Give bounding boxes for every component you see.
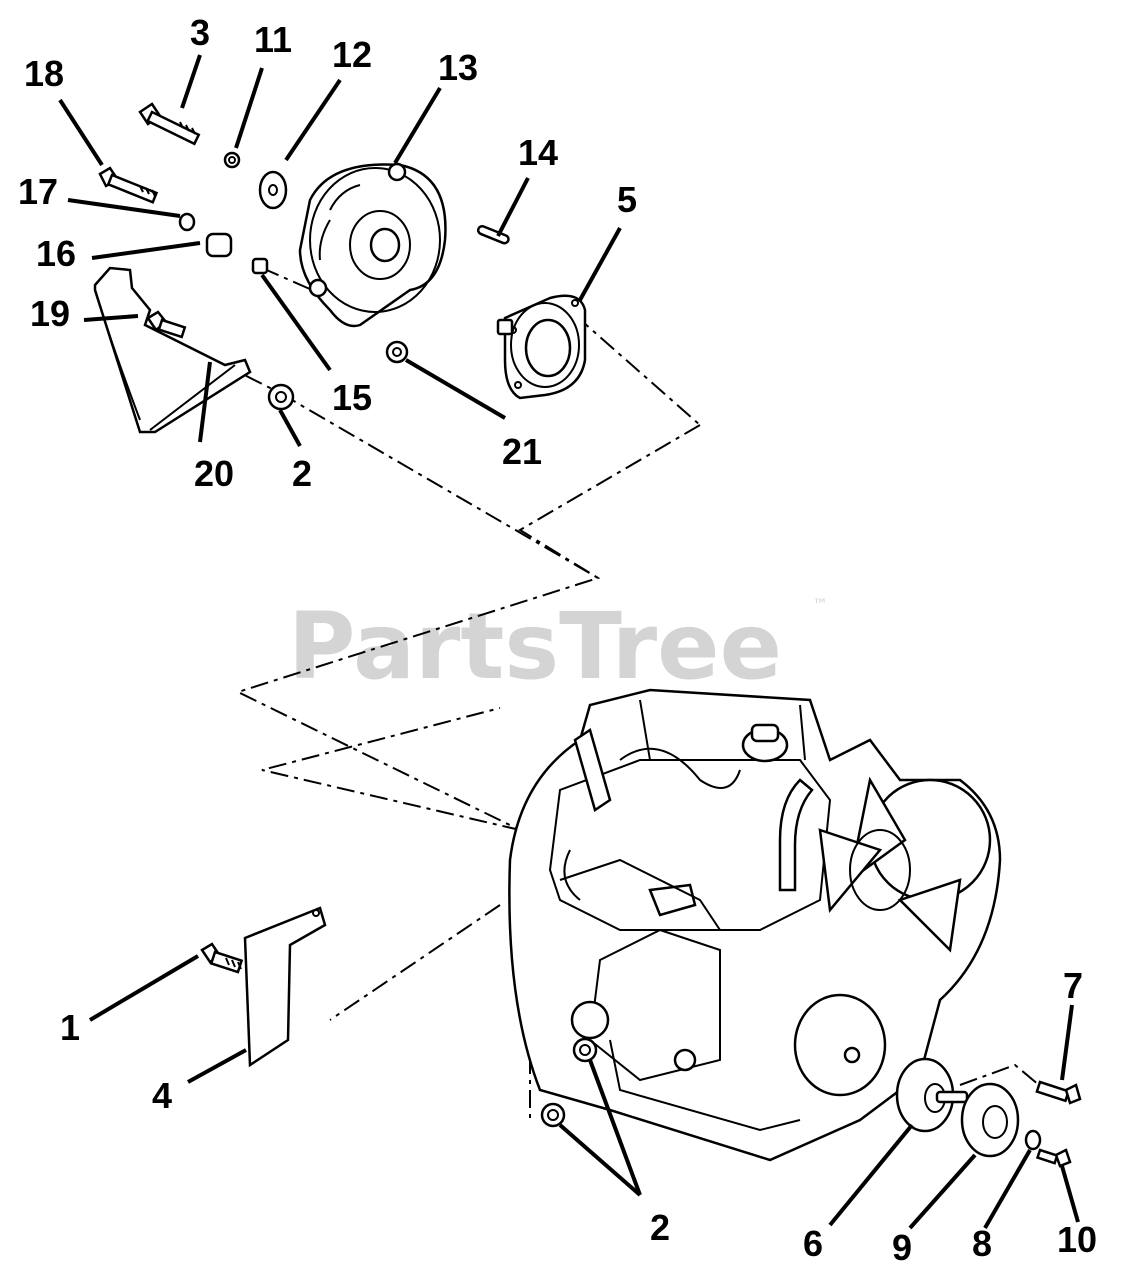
leader-lines [58, 54, 1080, 1230]
washer-17 [178, 212, 196, 232]
callout-5: 5 [617, 179, 637, 220]
washer-8 [1024, 1129, 1042, 1151]
callout-12: 12 [332, 34, 372, 75]
callout-21: 21 [502, 431, 542, 472]
bolt-18 [98, 166, 159, 204]
bolt-1 [200, 942, 244, 974]
callout-18: 18 [24, 53, 64, 94]
callout-10: 10 [1057, 1219, 1097, 1260]
hub-6 [895, 1057, 969, 1133]
callout-2-upper: 2 [292, 453, 312, 494]
engine [508, 688, 1002, 1162]
bracket-20 [93, 266, 252, 434]
callout-14: 14 [518, 132, 558, 173]
callout-2-lower: 2 [650, 1207, 670, 1248]
nut-2-upper [267, 383, 295, 411]
bolt-19 [146, 310, 187, 339]
nut-2-lower [540, 1102, 566, 1128]
nut-21 [385, 340, 409, 364]
nut-11 [223, 151, 241, 169]
callout-11: 11 [254, 19, 292, 60]
clutch-13 [298, 162, 447, 328]
callout-19: 19 [30, 293, 70, 334]
bolt-10 [1035, 1148, 1072, 1168]
callout-15: 15 [332, 377, 372, 418]
callout-8: 8 [972, 1223, 992, 1264]
bolt-7 [1035, 1080, 1082, 1105]
callout-16: 16 [36, 233, 76, 274]
key-14 [476, 224, 510, 245]
callout-20: 20 [194, 453, 234, 494]
plate-4 [243, 906, 327, 1068]
spacer-16 [205, 232, 233, 258]
pulley-9 [960, 1082, 1020, 1158]
watermark-trademark: ™ [812, 595, 828, 614]
callout-17: 17 [18, 171, 58, 212]
callout-7: 7 [1063, 965, 1083, 1006]
callout-9: 9 [892, 1227, 912, 1268]
callout-labels: 1 2 2 2 3 4 5 6 7 8 9 10 11 12 13 14 15 … [18, 12, 1097, 1268]
pin-15 [251, 257, 269, 275]
flange-5 [496, 294, 587, 400]
callout-13: 13 [438, 47, 478, 88]
callout-1: 1 [60, 1007, 80, 1048]
washer-12 [258, 170, 288, 210]
nut-2-middle [572, 1037, 598, 1063]
callout-4: 4 [152, 1075, 172, 1116]
fan [818, 776, 992, 953]
callout-3: 3 [190, 12, 210, 53]
bolt-3 [138, 102, 201, 146]
callout-6: 6 [803, 1223, 823, 1264]
watermark: PartsTree [288, 593, 782, 700]
